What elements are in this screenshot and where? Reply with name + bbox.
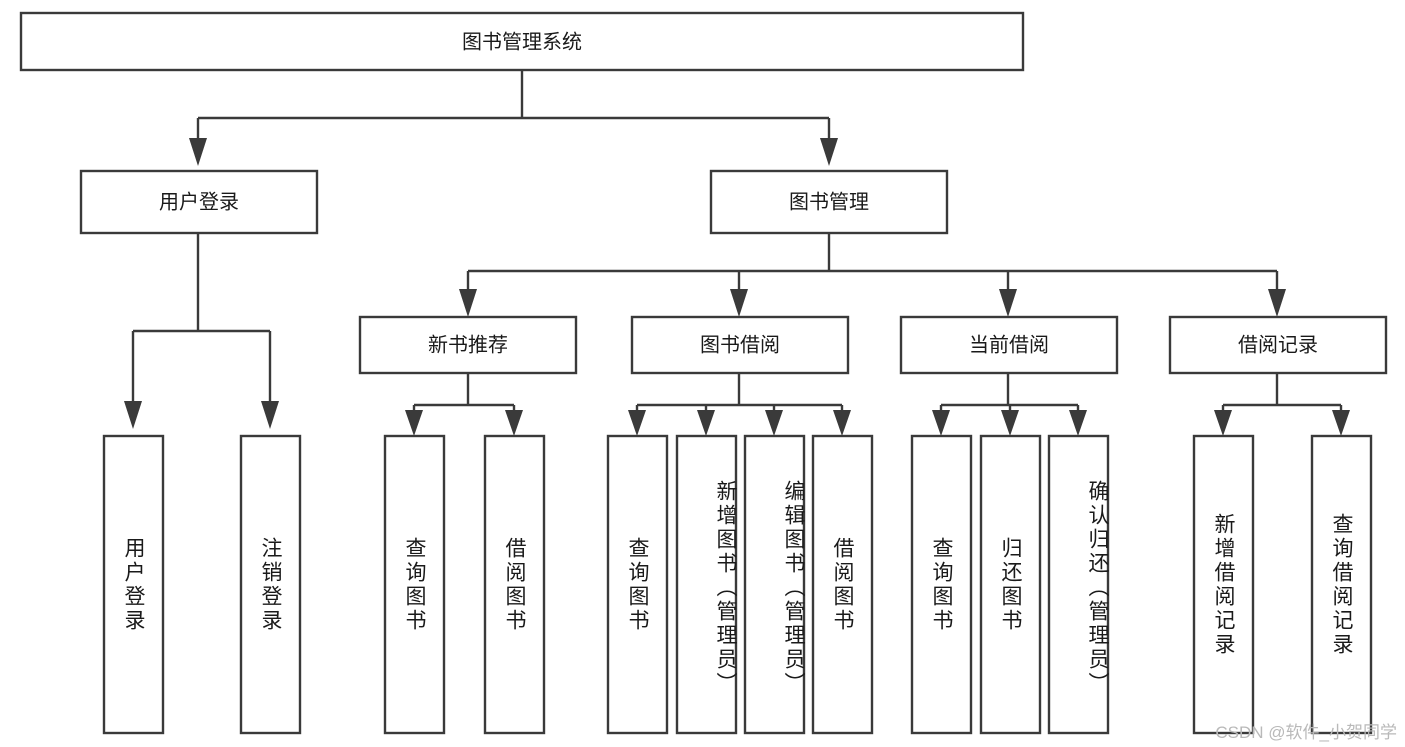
node-current-borrow-box[interactable] <box>899 315 1119 375</box>
leaf-boxes-user-login <box>102 434 302 735</box>
node-book-manage[interactable]: 图书管理 <box>709 169 949 235</box>
node-book-manage-box[interactable] <box>709 169 949 235</box>
connector-group-book-manage <box>459 233 1286 317</box>
connector-group-current-borrow <box>932 373 1087 436</box>
leaf-box-user-login-2[interactable] <box>239 434 302 735</box>
arrowhead-book-borrow <box>730 289 748 317</box>
node-new-book-recommend[interactable]: 新书推荐 <box>358 315 578 375</box>
arrowhead-current-borrow-child-1 <box>932 410 950 436</box>
node-root-box[interactable] <box>19 11 1025 72</box>
node-root[interactable]: 图书管理系统 <box>19 11 1025 72</box>
node-current-borrow-label: 当前借阅 <box>969 333 1049 356</box>
leaf-box-user-login-1[interactable] <box>102 434 165 735</box>
node-borrow-record-label: 借阅记录 <box>1238 333 1318 356</box>
arrowhead-book-borrow-child-3 <box>765 410 783 436</box>
arrowhead-user-login-child-1 <box>124 401 142 429</box>
leaf-box-borrow-record-1[interactable] <box>1192 434 1255 735</box>
node-new-book-recommend-box[interactable] <box>358 315 578 375</box>
arrowhead-borrow-record-child-2 <box>1332 410 1350 436</box>
arrowhead-borrow-record <box>1268 289 1286 317</box>
arrowhead-new-book-recommend <box>459 289 477 317</box>
leaf-box-new-book-1[interactable] <box>383 434 446 735</box>
arrowhead-current-borrow-child-2 <box>1001 410 1019 436</box>
arrowhead-book-borrow-child-4 <box>833 410 851 436</box>
node-new-book-recommend-label: 新书推荐 <box>428 333 508 356</box>
node-user-login-label: 用户登录 <box>159 190 239 213</box>
node-user-login[interactable]: 用户登录 <box>79 169 319 235</box>
csdn-watermark: CSDN @软件_小贺同学 <box>1215 723 1397 742</box>
node-user-login-box[interactable] <box>79 169 319 235</box>
node-book-borrow[interactable]: 图书借阅 <box>630 315 850 375</box>
leaf-boxes-new-book-recommend <box>383 434 546 735</box>
connector-group-root <box>189 70 838 166</box>
leaf-box-book-borrow-3[interactable] <box>743 434 806 735</box>
node-root-label: 图书管理系统 <box>462 30 582 53</box>
arrowhead-current-borrow-child-3 <box>1069 410 1087 436</box>
leaf-boxes-current-borrow <box>910 434 1110 735</box>
connector-group-user-login <box>124 233 279 429</box>
arrowhead-user-login <box>189 138 207 166</box>
leaf-box-current-borrow-1[interactable] <box>910 434 973 735</box>
node-borrow-record-box[interactable] <box>1168 315 1388 375</box>
node-book-manage-label: 图书管理 <box>789 190 869 213</box>
arrowhead-new-book-child-2 <box>505 410 523 436</box>
leaf-box-new-book-2[interactable] <box>483 434 546 735</box>
leaf-box-current-borrow-3[interactable] <box>1047 434 1110 735</box>
leaf-box-current-borrow-2[interactable] <box>979 434 1042 735</box>
leaf-box-book-borrow-1[interactable] <box>606 434 669 735</box>
node-book-borrow-label: 图书借阅 <box>700 333 780 356</box>
leaf-boxes-borrow-record <box>1192 434 1373 735</box>
arrowhead-user-login-child-2 <box>261 401 279 429</box>
connector-group-borrow-record <box>1214 373 1350 436</box>
arrowhead-new-book-child-1 <box>405 410 423 436</box>
arrowhead-book-manage <box>820 138 838 166</box>
leaf-box-book-borrow-4[interactable] <box>811 434 874 735</box>
connector-group-book-borrow <box>628 373 851 436</box>
arrowhead-book-borrow-child-2 <box>697 410 715 436</box>
leaf-box-borrow-record-2[interactable] <box>1310 434 1373 735</box>
leaf-box-book-borrow-2[interactable] <box>675 434 738 735</box>
leaf-boxes-book-borrow <box>606 434 874 735</box>
node-borrow-record[interactable]: 借阅记录 <box>1168 315 1388 375</box>
arrowhead-current-borrow <box>999 289 1017 317</box>
connector-group-new-book-recommend <box>405 373 523 436</box>
arrowhead-borrow-record-child-1 <box>1214 410 1232 436</box>
node-book-borrow-box[interactable] <box>630 315 850 375</box>
node-current-borrow[interactable]: 当前借阅 <box>899 315 1119 375</box>
arrowhead-book-borrow-child-1 <box>628 410 646 436</box>
